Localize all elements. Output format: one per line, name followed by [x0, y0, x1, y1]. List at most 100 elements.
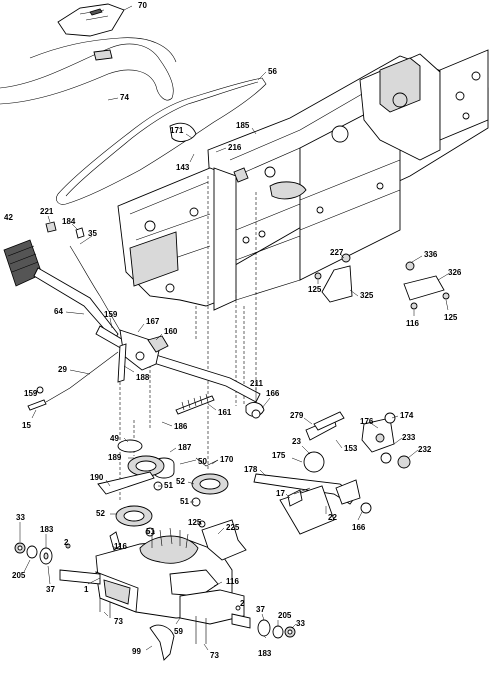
- callout: 153: [335, 439, 358, 453]
- brake-linkage: [245, 402, 411, 535]
- callout: 74: [107, 93, 129, 102]
- callout: 205: [12, 559, 31, 580]
- svg-text:166: 166: [352, 523, 366, 532]
- svg-text:221: 221: [40, 207, 54, 216]
- svg-text:188: 188: [136, 373, 150, 382]
- levers-and-rods: [3, 221, 261, 415]
- pulleys: [97, 439, 229, 537]
- svg-text:116: 116: [226, 577, 239, 586]
- svg-text:52: 52: [176, 477, 185, 486]
- callout: 326: [437, 268, 462, 281]
- svg-text:1: 1: [84, 585, 89, 594]
- callout: 42: [4, 213, 13, 222]
- svg-text:29: 29: [58, 365, 67, 374]
- callout: 166: [261, 389, 280, 409]
- callout: 56: [257, 67, 277, 81]
- callout: 2: [64, 538, 69, 548]
- callout: 2: [240, 599, 245, 608]
- callout: 187: [169, 443, 192, 453]
- callout: 143: [176, 153, 195, 172]
- callout: 225: [217, 523, 240, 535]
- svg-text:116: 116: [406, 319, 419, 328]
- svg-text:225: 225: [226, 523, 240, 532]
- callout: 184: [62, 217, 79, 231]
- svg-text:161: 161: [218, 408, 232, 417]
- svg-text:116: 116: [114, 542, 127, 551]
- callout: 178: [244, 465, 267, 477]
- svg-text:232: 232: [418, 445, 432, 454]
- callout: 17: [276, 489, 291, 499]
- callout: 116: [111, 542, 127, 551]
- svg-text:125: 125: [188, 518, 202, 527]
- svg-text:153: 153: [344, 444, 358, 453]
- callout: 175: [272, 451, 303, 463]
- svg-text:35: 35: [88, 229, 97, 238]
- callout: 221: [40, 207, 54, 223]
- svg-text:186: 186: [174, 422, 188, 431]
- svg-text:99: 99: [132, 647, 141, 656]
- callout: 37: [256, 605, 265, 621]
- main-frame: [117, 49, 489, 311]
- svg-text:143: 143: [176, 163, 190, 172]
- callout: 183: [258, 635, 272, 658]
- callouts: 70 56 74 171 185 216 143 42 221 184 35 2…: [4, 1, 462, 660]
- callout: 176: [360, 417, 379, 429]
- callout: 51: [180, 497, 194, 506]
- svg-text:51: 51: [164, 481, 173, 490]
- callout: 170: [211, 455, 234, 465]
- svg-text:17: 17: [276, 489, 285, 498]
- callout: 216: [215, 143, 242, 153]
- svg-text:190: 190: [90, 473, 104, 482]
- callout: 190: [90, 473, 111, 487]
- callout: 166: [352, 511, 366, 532]
- callout: 52: [96, 509, 116, 518]
- callout: 205: [277, 611, 292, 626]
- callout: 125: [188, 518, 202, 527]
- svg-text:175: 175: [272, 451, 286, 460]
- callout: 233: [393, 433, 416, 445]
- callout: 59: [174, 617, 183, 636]
- svg-text:15: 15: [22, 421, 31, 430]
- svg-text:170: 170: [220, 455, 234, 464]
- svg-text:2: 2: [240, 599, 245, 608]
- svg-text:74: 74: [120, 93, 129, 102]
- svg-text:205: 205: [278, 611, 292, 620]
- callout: 160: [155, 327, 178, 341]
- callout: 49: [110, 434, 129, 443]
- callout: 325: [349, 289, 374, 300]
- svg-text:171: 171: [170, 126, 184, 135]
- callout: 171: [170, 126, 193, 139]
- svg-text:326: 326: [448, 268, 462, 277]
- callout: 227: [330, 248, 345, 259]
- fender-assembly: [0, 3, 177, 105]
- svg-text:33: 33: [16, 513, 25, 522]
- callout: 73: [103, 611, 123, 626]
- left-axle-hardware: [14, 542, 296, 639]
- svg-text:184: 184: [62, 217, 76, 226]
- svg-text:176: 176: [360, 417, 374, 426]
- callout: 125: [444, 299, 458, 322]
- callout: 51: [146, 527, 155, 536]
- svg-text:70: 70: [138, 1, 147, 10]
- callout: 159: [104, 310, 118, 329]
- svg-text:187: 187: [178, 443, 192, 452]
- callout: 174: [391, 411, 414, 420]
- callout: 167: [137, 317, 160, 333]
- svg-text:22: 22: [328, 513, 337, 522]
- svg-text:159: 159: [104, 310, 118, 319]
- svg-text:49: 49: [110, 434, 119, 443]
- svg-text:64: 64: [54, 307, 63, 316]
- svg-text:73: 73: [210, 651, 219, 660]
- svg-text:37: 37: [256, 605, 265, 614]
- callout: 33: [291, 619, 305, 629]
- callout: 161: [207, 403, 232, 417]
- callout: 50: [179, 457, 207, 466]
- svg-text:52: 52: [96, 509, 105, 518]
- callout: 37: [46, 565, 55, 594]
- callout: 1: [84, 577, 101, 594]
- right-brackets: [314, 253, 450, 310]
- callout: 23: [292, 437, 311, 455]
- callout: 15: [22, 409, 37, 430]
- callout: 73: [203, 643, 219, 660]
